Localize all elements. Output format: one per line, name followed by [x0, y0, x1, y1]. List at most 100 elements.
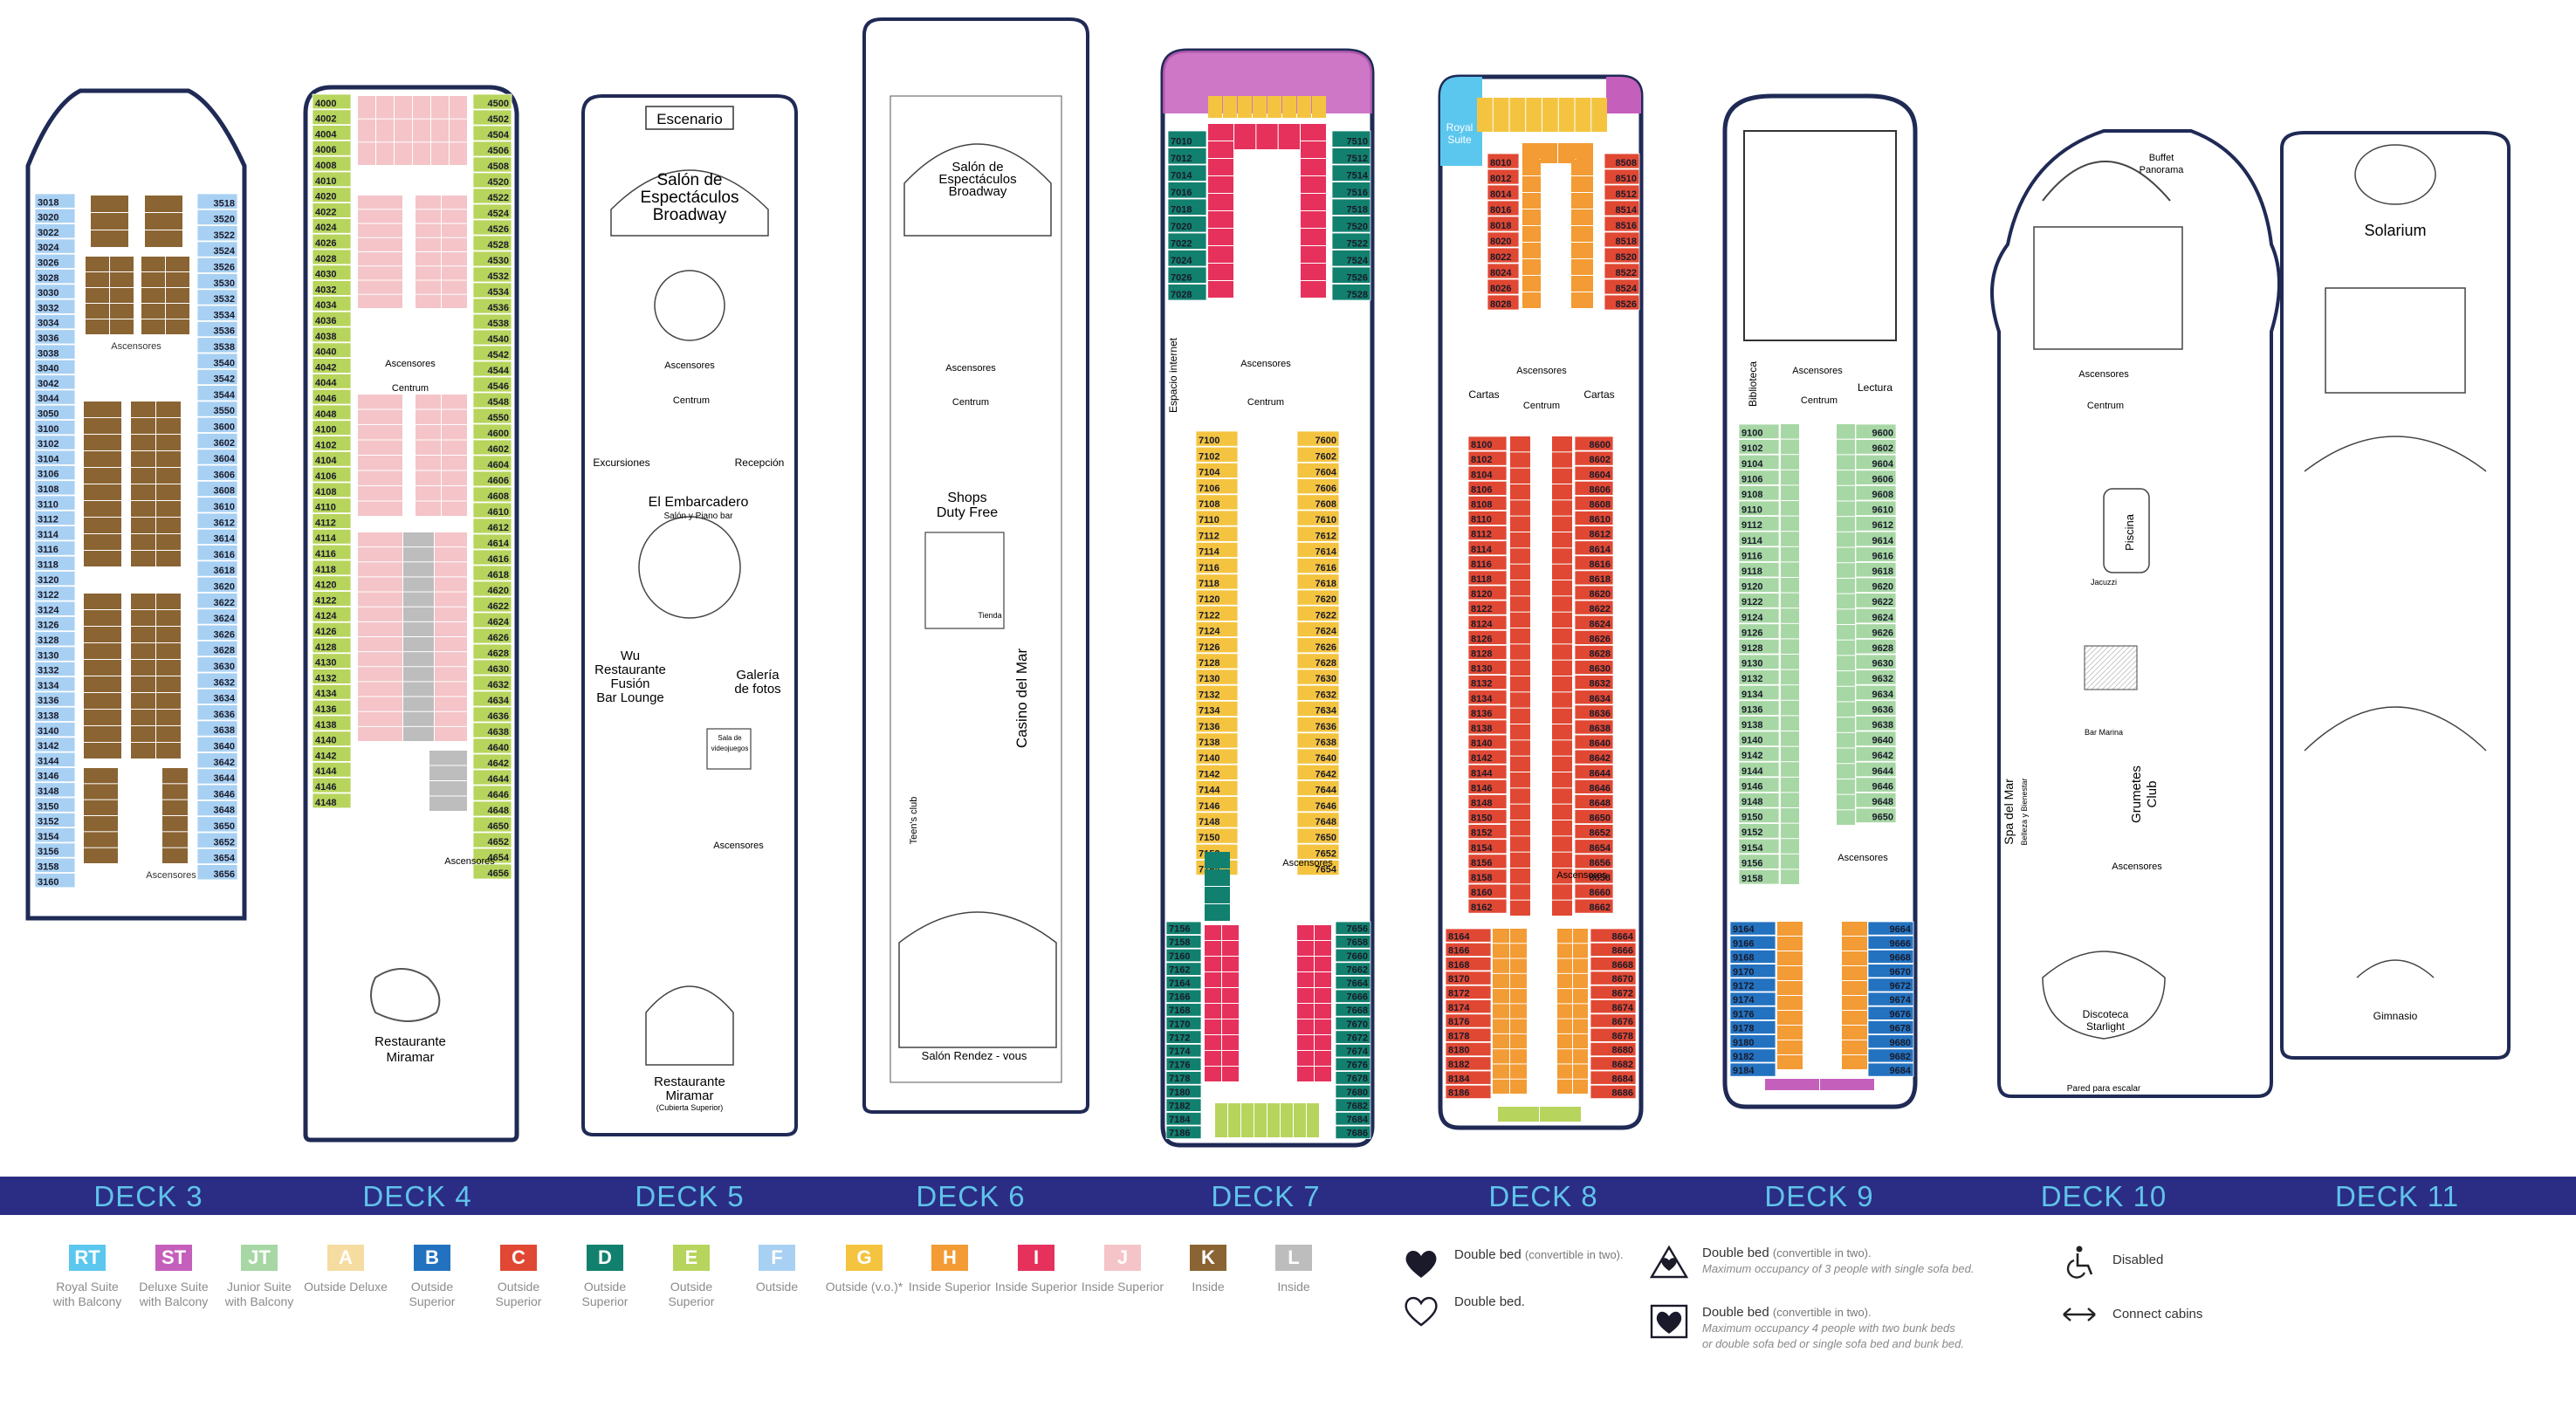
cabin-3620[interactable]: [196, 576, 238, 593]
cabin-8646[interactable]: [1574, 779, 1614, 794]
cabin-3022[interactable]: [34, 223, 76, 239]
inside-cabin[interactable]: [403, 621, 434, 636]
cabin-7122[interactable]: [1195, 605, 1239, 621]
cabin-3526[interactable]: [196, 257, 238, 273]
inside-cabin[interactable]: [1205, 957, 1221, 971]
inside-cabin[interactable]: [84, 693, 121, 709]
cabin-8512[interactable]: [1604, 184, 1640, 201]
cabin-3610[interactable]: [196, 497, 238, 513]
cabin-3100[interactable]: [34, 420, 76, 436]
inside-cabin[interactable]: [1510, 973, 1527, 989]
inside-cabin[interactable]: [358, 280, 402, 294]
inside-cabin[interactable]: [1820, 1079, 1874, 1090]
inside-cabin[interactable]: [1315, 988, 1331, 1003]
cabin-3128[interactable]: [34, 631, 76, 647]
cabin-7014[interactable]: [1167, 164, 1207, 182]
deck10-plan[interactable]: Buffet Panorama Ascensores Centrum Pisci…: [1990, 129, 2281, 1098]
cabin-8682[interactable]: [1590, 1056, 1637, 1071]
cabin-9112[interactable]: [1738, 516, 1780, 532]
inside-cabin[interactable]: [1781, 669, 1799, 685]
inside-cabin[interactable]: [442, 486, 467, 501]
cabin-3524[interactable]: [196, 241, 238, 257]
inside-cabin[interactable]: [1777, 966, 1803, 980]
cabin-4044[interactable]: [312, 373, 352, 389]
cabin-7622[interactable]: [1296, 605, 1340, 621]
inside-cabin[interactable]: [1208, 176, 1233, 193]
cabin-4544[interactable]: [472, 360, 512, 377]
cabin-4010[interactable]: [312, 171, 352, 188]
inside-cabin[interactable]: [1205, 941, 1221, 956]
inside-cabin[interactable]: [86, 257, 109, 271]
cabin-9612[interactable]: [1855, 516, 1897, 532]
inside-cabin[interactable]: [435, 577, 467, 592]
cabin-7104[interactable]: [1195, 463, 1239, 479]
inside-cabin[interactable]: [166, 257, 189, 271]
inside-cabin[interactable]: [435, 711, 467, 726]
inside-cabin[interactable]: [1571, 209, 1593, 225]
cabin-4652[interactable]: [472, 832, 512, 848]
cabin-4112[interactable]: [312, 513, 352, 529]
inside-cabin[interactable]: [131, 726, 155, 742]
cabin-9148[interactable]: [1738, 793, 1780, 808]
inside-cabin[interactable]: [358, 470, 402, 486]
cabin-3106[interactable]: [34, 465, 76, 481]
cabin-8524[interactable]: [1604, 278, 1640, 295]
cabin-7514[interactable]: [1331, 164, 1371, 182]
inside-cabin[interactable]: [131, 627, 155, 642]
cabin-3608[interactable]: [196, 481, 238, 498]
inside-cabin[interactable]: [1301, 211, 1326, 228]
cabin-3152[interactable]: [34, 812, 76, 827]
inside-cabin[interactable]: [84, 848, 118, 863]
inside-cabin[interactable]: [358, 440, 402, 456]
cabin-3636[interactable]: [196, 704, 238, 721]
inside-cabin[interactable]: [91, 196, 128, 212]
inside-cabin[interactable]: [1558, 143, 1576, 163]
inside-cabin[interactable]: [403, 592, 434, 607]
inside-cabin[interactable]: [1510, 1004, 1527, 1019]
inside-cabin[interactable]: [429, 781, 467, 796]
inside-cabin[interactable]: [131, 451, 155, 467]
cabin-9108[interactable]: [1738, 485, 1780, 501]
cabin-7142[interactable]: [1195, 764, 1239, 780]
inside-cabin[interactable]: [1552, 532, 1572, 548]
cabin-3156[interactable]: [34, 842, 76, 858]
inside-cabin[interactable]: [156, 551, 181, 566]
inside-cabin[interactable]: [86, 304, 109, 319]
cabin-7112[interactable]: [1195, 525, 1239, 542]
inside-cabin[interactable]: [395, 119, 412, 142]
cabin-4638[interactable]: [472, 722, 512, 738]
cabin-8176[interactable]: [1445, 1013, 1492, 1028]
cabin-4500[interactable]: [472, 93, 512, 110]
cabin-8610[interactable]: [1574, 511, 1614, 526]
inside-cabin[interactable]: [403, 652, 434, 667]
cabin-8616[interactable]: [1574, 555, 1614, 571]
inside-cabin[interactable]: [91, 213, 128, 230]
inside-cabin[interactable]: [110, 319, 134, 334]
cabin-7666[interactable]: [1335, 989, 1371, 1004]
cabin-4136[interactable]: [312, 699, 352, 716]
cabin-3632[interactable]: [196, 672, 238, 689]
inside-cabin[interactable]: [131, 710, 155, 725]
inside-cabin[interactable]: [1477, 98, 1493, 132]
cabin-7120[interactable]: [1195, 589, 1239, 606]
inside-cabin[interactable]: [1522, 226, 1541, 242]
cabin-7638[interactable]: [1296, 732, 1340, 749]
inside-cabin[interactable]: [1573, 989, 1588, 1004]
inside-cabin[interactable]: [1510, 958, 1527, 973]
deck11-plan[interactable]: Solarium Gimnasio: [2280, 131, 2511, 1060]
inside-cabin[interactable]: [416, 440, 441, 456]
inside-cabin[interactable]: [1552, 580, 1572, 596]
cabin-3142[interactable]: [34, 737, 76, 752]
inside-cabin[interactable]: [1837, 578, 1855, 594]
inside-cabin[interactable]: [1510, 724, 1530, 740]
inside-cabin[interactable]: [442, 209, 467, 223]
cabin-9604[interactable]: [1855, 454, 1897, 470]
cabin-7646[interactable]: [1296, 796, 1340, 813]
inside-cabin[interactable]: [1301, 159, 1326, 175]
inside-cabin[interactable]: [145, 196, 182, 212]
cabin-4632[interactable]: [472, 675, 512, 691]
inside-cabin[interactable]: [416, 501, 441, 517]
cabin-8632[interactable]: [1574, 675, 1614, 690]
cabin-8128[interactable]: [1467, 645, 1508, 660]
inside-cabin[interactable]: [1526, 98, 1542, 132]
